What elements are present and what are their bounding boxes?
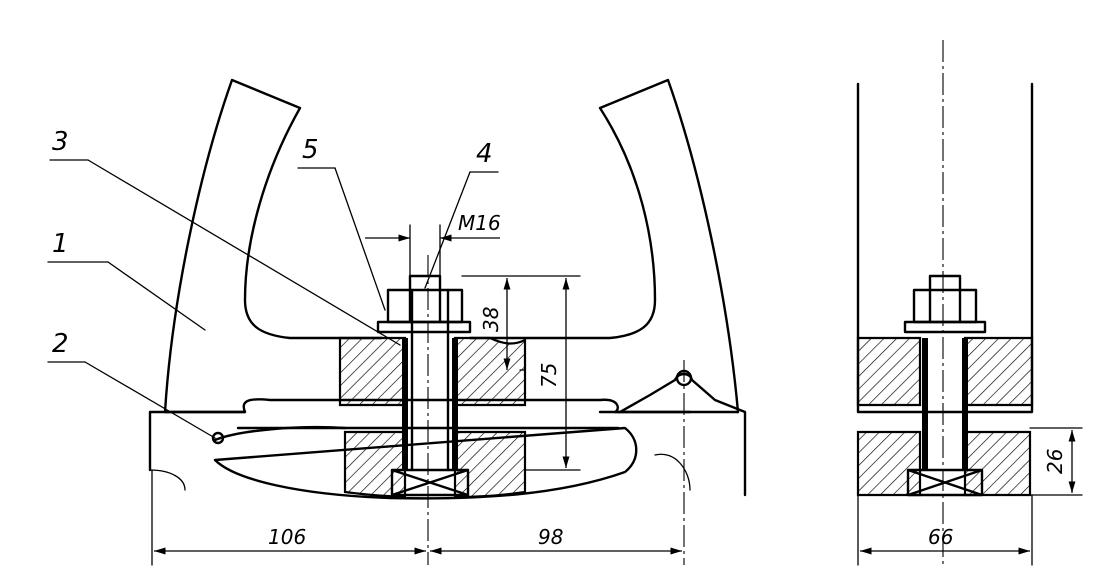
side-washer bbox=[903, 320, 987, 334]
side-lower-hatch-right bbox=[963, 430, 1032, 497]
side-bolt-shank bbox=[922, 338, 968, 470]
dim-side-width: 66 bbox=[928, 525, 953, 549]
callout-1: 1 bbox=[52, 229, 69, 259]
bolt-head bbox=[390, 468, 470, 497]
dim-left-width: 106 bbox=[268, 525, 306, 549]
side-bolt-head bbox=[906, 468, 984, 497]
bolt-shank bbox=[410, 288, 450, 472]
side-upper-hatch-right bbox=[963, 336, 1034, 407]
dim-thread: M16 bbox=[458, 211, 501, 235]
lower-shoe bbox=[213, 425, 638, 500]
side-upper-hatch-left bbox=[856, 336, 922, 407]
dim-total-height: 75 bbox=[537, 363, 561, 388]
callout-leaders bbox=[47, 159, 499, 439]
dimension-lines bbox=[154, 224, 1083, 555]
callout-5: 5 bbox=[302, 135, 319, 165]
dim-nut-height: 38 bbox=[479, 307, 503, 332]
right-bracket bbox=[618, 372, 747, 497]
front-view bbox=[148, 78, 747, 566]
callout-3: 3 bbox=[52, 127, 69, 157]
upper-clamp-plate-right bbox=[453, 336, 527, 407]
left-pin bbox=[211, 431, 225, 445]
dim-side-height: 26 bbox=[1043, 449, 1067, 474]
middle-rail bbox=[148, 398, 692, 472]
upper-clamp-plate bbox=[338, 336, 407, 407]
nut bbox=[386, 288, 464, 324]
side-view bbox=[856, 40, 1034, 566]
lower-block-right bbox=[453, 430, 527, 499]
callout-2: 2 bbox=[52, 329, 69, 359]
washer bbox=[376, 320, 472, 334]
side-nut bbox=[912, 288, 978, 324]
right-end bbox=[654, 453, 691, 491]
dim-right-width: 98 bbox=[538, 525, 563, 549]
side-bolt-top bbox=[928, 274, 962, 292]
callout-4: 4 bbox=[476, 139, 493, 169]
right-fork-arm bbox=[468, 78, 740, 414]
side-lower-hatch-left bbox=[856, 430, 922, 497]
left-fork-arm bbox=[163, 78, 384, 414]
lower-block-left bbox=[343, 430, 407, 499]
side-upper-body bbox=[856, 82, 1034, 414]
left-end bbox=[149, 469, 186, 491]
